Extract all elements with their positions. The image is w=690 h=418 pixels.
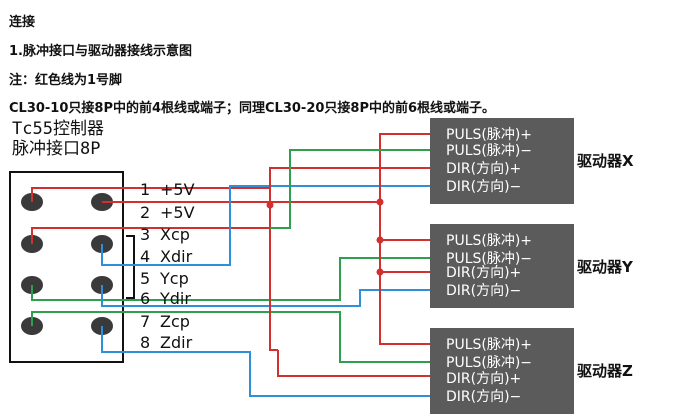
driver-x-signal-dir-plus: DIR(方向)+ — [446, 161, 521, 177]
note: 注：红色线为1号脚 — [9, 73, 123, 88]
wire-pin8 — [101, 326, 430, 397]
wire-x-dir-plus — [269, 167, 430, 205]
junctions — [266, 198, 384, 276]
driver-z-signal-puls-minus: PULS(脉冲)− — [446, 355, 532, 371]
wire-red-bus — [269, 205, 278, 351]
junction-dot — [376, 198, 384, 206]
wire-pin6 — [101, 285, 430, 307]
pin-label-4-name: Xdir — [160, 247, 193, 266]
pin-label-1-name: +5V — [160, 180, 195, 199]
pin-label-5-name: Ycp — [159, 269, 189, 288]
wire-x-puls-plus — [379, 133, 430, 202]
driver-box — [430, 328, 574, 414]
wires — [31, 133, 430, 397]
wire-y-puls-plus — [379, 202, 430, 241]
pin-label-5-num: 5 — [140, 269, 150, 288]
pin-label-8-name: Zdir — [160, 333, 193, 352]
description: CL30-10只接8P中的前4根线或端子；同理CL30-20只接8P中的前6根线… — [9, 101, 496, 116]
pin-label-6-name: Ydir — [159, 289, 191, 308]
driver-x-signal-puls-minus: PULS(脉冲)− — [446, 143, 532, 159]
driver-x: PULS(脉冲)+ PULS(脉冲)− DIR(方向)+ DIR(方向)− 驱动… — [430, 118, 634, 204]
connector-latch — [126, 235, 135, 299]
wire-x-puls-minus — [270, 149, 430, 229]
pin-label-4-num: 4 — [140, 247, 150, 266]
driver-z-signal-puls-plus: PULS(脉冲)+ — [446, 337, 532, 353]
junction-dot — [266, 201, 274, 209]
junction-dot — [376, 236, 384, 244]
driver-box — [430, 118, 574, 204]
driver-x-signal-dir-minus: DIR(方向)− — [446, 179, 521, 195]
driver-x-signal-puls-plus: PULS(脉冲)+ — [446, 127, 532, 143]
driver-y: PULS(脉冲)+ PULS(脉冲)− DIR(方向)+ DIR(方向)− 驱动… — [430, 224, 634, 308]
driver-z: PULS(脉冲)+ PULS(脉冲)− DIR(方向)+ DIR(方向)− 驱动… — [430, 328, 633, 414]
driver-x-name: 驱动器X — [577, 152, 634, 170]
driver-box — [430, 224, 574, 308]
driver-z-signal-dir-minus: DIR(方向)− — [446, 389, 521, 405]
pin-label-1-num: 1 — [140, 180, 150, 199]
wire-z-dir-plus — [277, 350, 430, 377]
pin-label-7-name: Zcp — [160, 312, 190, 331]
wire-y-dir-plus — [379, 240, 430, 273]
driver-y-name: 驱动器Y — [577, 258, 634, 276]
pin-label-8-num: 8 — [140, 333, 150, 352]
junction-dot — [376, 268, 384, 276]
wire-pin5 — [31, 257, 430, 301]
driver-y-signal-dir-plus: DIR(方向)+ — [446, 265, 521, 281]
pin-label-2-name: +5V — [160, 203, 195, 222]
pin-label-7-num: 7 — [140, 312, 150, 331]
wire-z-puls-plus — [379, 272, 430, 345]
diagram-caption: 1.脉冲接口与驱动器接线示意图 — [9, 44, 192, 59]
pin-label-3-name: Xcp — [160, 225, 190, 244]
wire-pin7 — [31, 311, 430, 363]
driver-y-signal-puls-minus: PULS(脉冲)− — [446, 251, 532, 267]
wire-pin3 — [31, 227, 270, 244]
wire-pin4 — [101, 185, 430, 266]
driver-y-signal-dir-minus: DIR(方向)− — [446, 283, 521, 299]
driver-z-signal-dir-plus: DIR(方向)+ — [446, 371, 521, 387]
pin-label-2-num: 2 — [140, 203, 150, 222]
pin-label-3-num: 3 — [140, 225, 150, 244]
driver-y-signal-puls-plus: PULS(脉冲)+ — [446, 233, 532, 249]
heading: 连接 — [9, 15, 36, 30]
pin-labels: 1 +5V 2 +5V 3 Xcp 4 Xdir 5 Ycp 6 Ydir 7 … — [140, 180, 195, 352]
controller-title-line2: 脉冲接口8P — [12, 139, 100, 159]
pin-label-6-num: 6 — [140, 289, 150, 308]
controller-title-line1: Tc55控制器 — [12, 119, 104, 139]
driver-z-name: 驱动器Z — [577, 362, 633, 380]
